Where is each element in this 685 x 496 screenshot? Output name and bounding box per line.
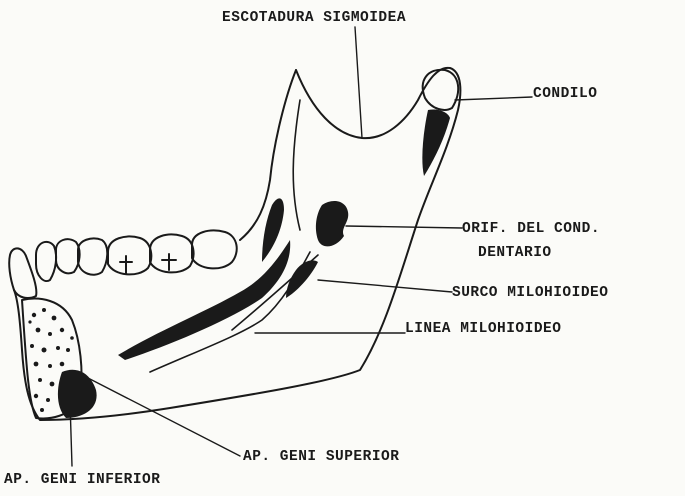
incisor-crown-mark bbox=[120, 254, 176, 274]
canine-tooth bbox=[36, 242, 56, 281]
leader-condilo bbox=[455, 97, 532, 100]
leader-escotadura bbox=[355, 27, 362, 138]
label-condilo: CONDILO bbox=[533, 86, 597, 102]
mandibular-foramen bbox=[316, 201, 348, 246]
label-orificio-line1: ORIF. DEL COND. bbox=[462, 221, 600, 237]
leader-orificio bbox=[346, 226, 462, 228]
label-escotadura-sigmoidea: ESCOTADURA SIGMOIDEA bbox=[222, 10, 406, 26]
internal-ridge bbox=[293, 100, 300, 230]
condyle-head bbox=[423, 70, 458, 110]
label-surco-milohioideo: SURCO MILOHIOIDEO bbox=[452, 285, 608, 301]
premolar-tooth bbox=[78, 238, 107, 274]
leader-geni-superior bbox=[88, 378, 240, 456]
genial-shadow bbox=[58, 370, 97, 418]
ramus-anterior-border bbox=[240, 70, 296, 240]
molar-tooth bbox=[150, 235, 194, 273]
teeth-row bbox=[9, 231, 237, 298]
leader-surco bbox=[318, 280, 452, 292]
label-linea-milohioideo: LINEA MILOHIOIDEO bbox=[405, 321, 561, 337]
molar-tooth bbox=[192, 231, 237, 269]
label-orificio-line2: DENTARIO bbox=[478, 245, 552, 261]
surco-shadow bbox=[286, 260, 318, 298]
incisor-tooth bbox=[9, 248, 36, 298]
premolar-tooth bbox=[56, 239, 80, 273]
condyle-neck-shadow bbox=[422, 109, 450, 176]
molar-tooth bbox=[108, 237, 151, 275]
label-ap-geni-inferior: AP. GENI INFERIOR bbox=[4, 472, 160, 488]
ramus-shadow bbox=[262, 198, 284, 262]
label-ap-geni-superior: AP. GENI SUPERIOR bbox=[243, 449, 399, 465]
